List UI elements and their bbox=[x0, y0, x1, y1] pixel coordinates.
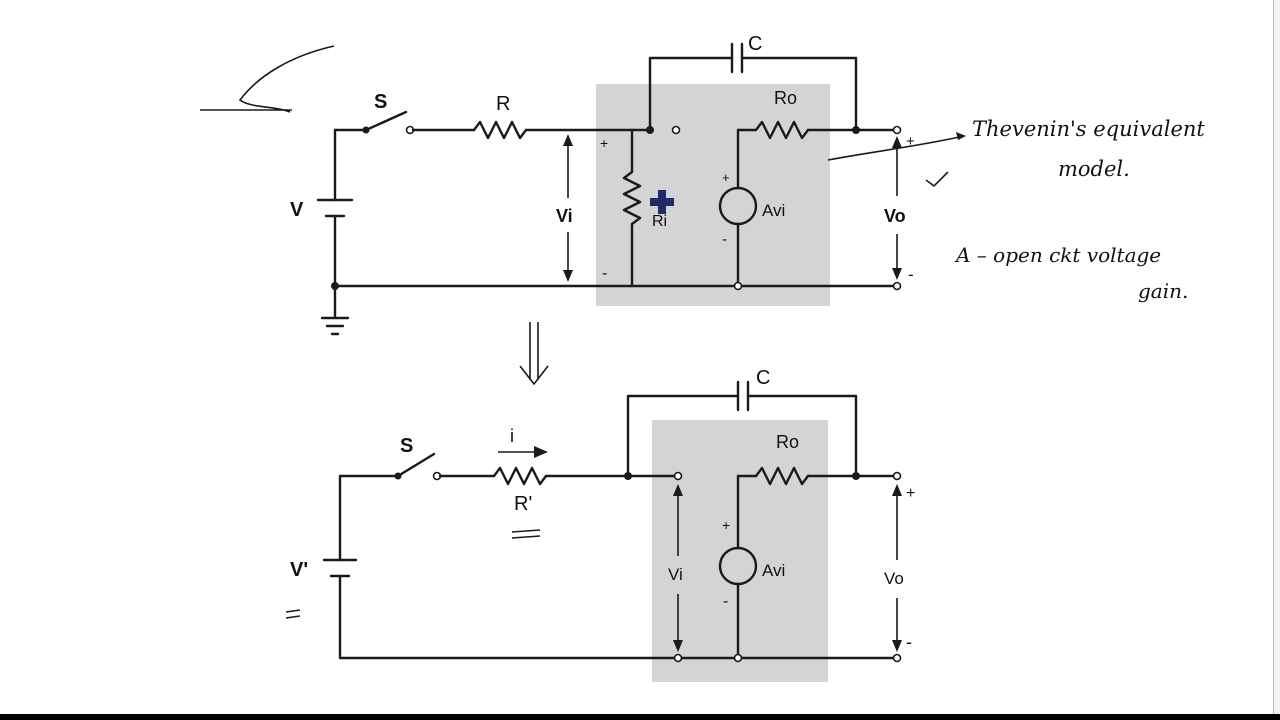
top-ri-label: Ri bbox=[652, 213, 667, 230]
v-prime-equal-mark bbox=[285, 609, 301, 619]
top-resistor-ro bbox=[754, 120, 810, 140]
bottom-resistor-label: R' bbox=[514, 493, 532, 515]
bottom-dependent-source bbox=[718, 546, 758, 586]
top-switch-label: S bbox=[374, 91, 387, 113]
top-vi-minus: - bbox=[602, 265, 607, 282]
r-prime-underline bbox=[511, 529, 541, 539]
bottom-vo-plus: + bbox=[906, 485, 915, 502]
bottom-capacitor bbox=[736, 380, 750, 412]
bottom-ro-label: Ro bbox=[776, 432, 799, 452]
top-source-plus: + bbox=[722, 170, 730, 185]
bottom-current-label: i bbox=[510, 426, 514, 446]
top-capacitor bbox=[730, 42, 744, 74]
top-vo-plus: + bbox=[906, 133, 915, 150]
annotation-pointer-line bbox=[827, 135, 965, 161]
bottom-circuit bbox=[322, 380, 902, 663]
bottom-amplifier-box bbox=[652, 420, 828, 682]
top-source-minus: - bbox=[722, 231, 727, 248]
bottom-resistor-ro bbox=[754, 466, 810, 486]
note-gain-line2: gain. bbox=[1138, 279, 1188, 303]
top-source-label: V bbox=[290, 199, 304, 221]
bottom-resistor-r-prime bbox=[492, 466, 548, 486]
bottom-source-minus: - bbox=[723, 593, 728, 610]
top-switch bbox=[364, 110, 408, 132]
note-thevenin-line1: Thevenin's equivalent bbox=[972, 117, 1205, 141]
top-vo-minus: - bbox=[908, 265, 914, 284]
top-circuit bbox=[316, 42, 902, 336]
bottom-switch-label: S bbox=[400, 435, 413, 457]
transform-down-arrow-icon bbox=[519, 322, 549, 386]
top-vi-plus: + bbox=[600, 135, 608, 151]
bottom-switch bbox=[396, 452, 436, 478]
bottom-capacitor-loop bbox=[626, 394, 858, 478]
top-resistor-ri bbox=[622, 128, 642, 288]
top-amplifier-box bbox=[596, 84, 830, 306]
bottom-source-label: V' bbox=[290, 559, 308, 581]
bottom-vo-minus: - bbox=[906, 632, 912, 652]
top-resistor-r bbox=[472, 120, 528, 140]
bottom-source-plus: + bbox=[722, 517, 730, 533]
check-mark-icon bbox=[925, 171, 949, 188]
note-thevenin-line2: model. bbox=[1058, 157, 1130, 181]
top-dependent-source bbox=[718, 186, 758, 226]
handwritten-stroke-topleft bbox=[200, 45, 335, 113]
top-capacitor-loop bbox=[648, 56, 858, 132]
scrollbar-track[interactable] bbox=[1273, 0, 1280, 720]
top-ro-label: Ro bbox=[774, 88, 797, 108]
top-battery bbox=[316, 198, 354, 218]
cursor-cross-icon bbox=[650, 190, 674, 214]
top-capacitor-label: C bbox=[748, 33, 762, 55]
top-earth-symbol bbox=[320, 284, 350, 336]
bottom-vo-label: Vo bbox=[884, 569, 904, 588]
bottom-vi-label: Vi bbox=[668, 565, 683, 584]
note-gain-line1: A – open ckt voltage bbox=[954, 243, 1161, 267]
bottom-battery bbox=[322, 558, 358, 578]
top-vi-label: Vi bbox=[556, 206, 573, 226]
top-vo-label: Vo bbox=[884, 206, 906, 226]
bottom-gain-label: Avi bbox=[762, 561, 785, 580]
bottom-capacitor-label: C bbox=[756, 367, 770, 389]
top-gain-label: Avi bbox=[762, 201, 785, 220]
top-resistor-label: R bbox=[496, 93, 510, 115]
bottom-frame-edge bbox=[0, 714, 1280, 720]
